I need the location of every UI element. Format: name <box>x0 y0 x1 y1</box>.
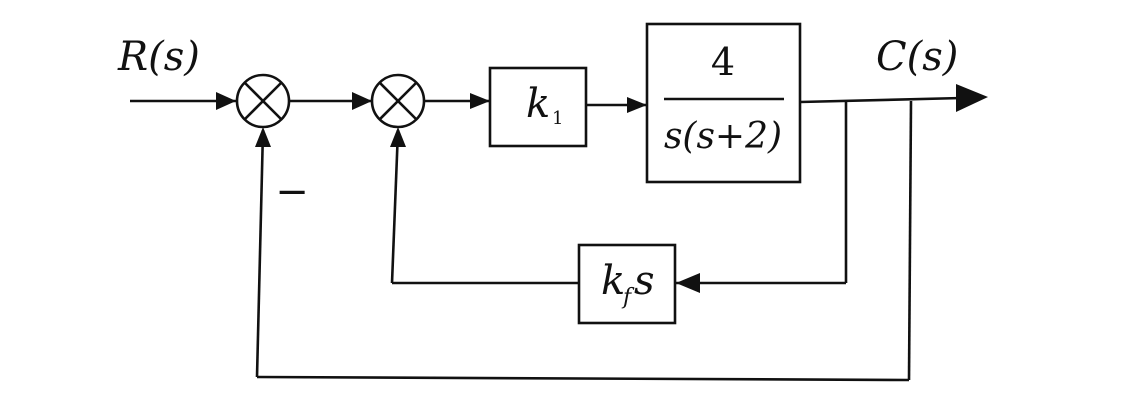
controller-gain-subscript: 1 <box>552 108 563 129</box>
feedback-gain-symbol: k <box>601 258 625 304</box>
plant-input-arrowhead <box>627 97 647 113</box>
plant-numerator: 4 <box>711 40 735 84</box>
input-arrowhead <box>216 92 236 110</box>
sum1-feedback-arrowhead <box>255 127 271 147</box>
controller-gain-symbol: k <box>526 81 550 127</box>
output-label: C(s) <box>876 34 958 80</box>
sum2-feedback-arrowhead <box>390 127 406 147</box>
controller-block <box>488 66 588 148</box>
plant-block <box>645 22 802 184</box>
outer-feedback-bottom-line <box>256 375 910 382</box>
outer-feedback-takeoff-line <box>907 100 913 381</box>
summing-junction-inner <box>370 73 426 129</box>
plant-denominator: s(s+2) <box>664 116 782 157</box>
inner-feedback-up-line <box>390 129 400 284</box>
controller-input-arrowhead <box>470 93 490 109</box>
sum2-input-arrowhead <box>352 92 372 110</box>
outer-feedback-minus-sign: − <box>275 169 309 215</box>
feedback-block-input-arrowhead <box>676 273 700 293</box>
outer-feedback-up-line <box>255 129 265 378</box>
feedback-block <box>577 243 677 325</box>
input-label: R(s) <box>117 34 200 80</box>
output-signal-line <box>799 96 963 104</box>
feedback-gain-variable: s <box>634 258 655 304</box>
output-arrowhead <box>956 84 988 112</box>
summing-junction-outer <box>235 73 291 129</box>
